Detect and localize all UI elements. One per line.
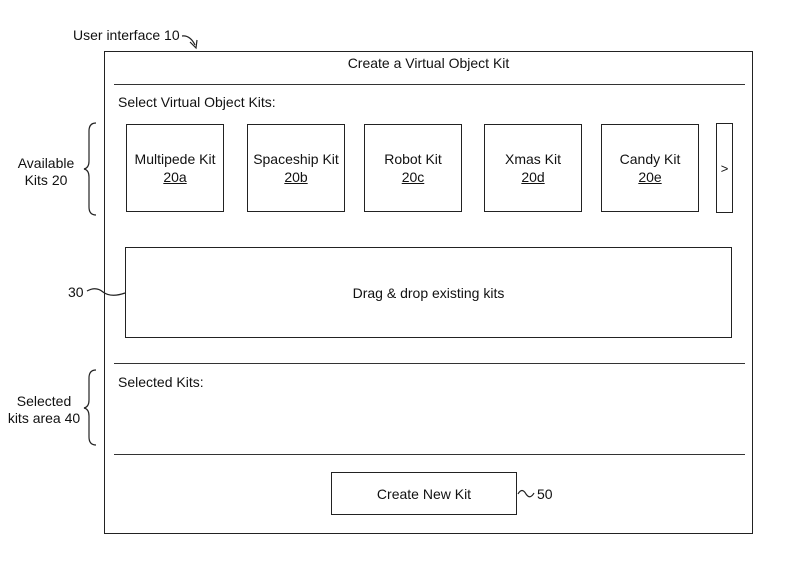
kit-name: Robot Kit [384, 151, 442, 167]
drop-zone-ref-label: 30 [68, 284, 84, 300]
select-kits-heading: Select Virtual Object Kits: [118, 94, 276, 110]
drop-zone-leader [86, 288, 126, 296]
kit-name: Xmas Kit [504, 151, 561, 167]
create-new-kit-button[interactable]: Create New Kit [331, 472, 517, 515]
selected-kits-area-label-line2: kits area 40 [7, 410, 81, 426]
available-kits-brace [83, 122, 97, 216]
selected-kits-area-label-line1: Selected [16, 393, 72, 409]
kit-name: Spaceship Kit [253, 151, 339, 167]
selected-kits-area[interactable] [114, 394, 745, 452]
window-title: Create a Virtual Object Kit [347, 55, 510, 71]
available-kits-label: Available Kits 20 [12, 155, 80, 189]
title-divider [114, 84, 745, 85]
kit-tile-robot[interactable]: Robot Kit 20c [364, 124, 462, 212]
kit-name: Candy Kit [619, 151, 681, 167]
user-interface-leader-arrow [181, 35, 196, 46]
kit-tile-multipede[interactable]: Multipede Kit 20a [126, 124, 224, 212]
user-interface-window [104, 51, 753, 534]
create-button-ref-label: 50 [537, 486, 553, 502]
selected-kits-area-brace [83, 369, 97, 446]
kit-ref: 20c [401, 169, 425, 185]
selected-kits-area-label: Selected kits area 40 [2, 393, 86, 427]
selected-section-divider-bottom [114, 454, 745, 455]
kit-name: Multipede Kit [134, 151, 216, 167]
kit-ref: 20d [521, 169, 545, 185]
user-interface-arrowhead [189, 39, 198, 50]
scroll-right-button[interactable]: > [716, 123, 733, 213]
available-kits-label-line2: Kits 20 [24, 172, 68, 188]
kit-ref: 20b [284, 169, 308, 185]
kit-tile-spaceship[interactable]: Spaceship Kit 20b [247, 124, 345, 212]
selected-kits-heading: Selected Kits: [118, 374, 204, 390]
kit-ref: 20e [638, 169, 662, 185]
create-button-leader [517, 489, 535, 498]
create-new-kit-label: Create New Kit [376, 485, 472, 502]
user-interface-label: User interface 10 [73, 27, 180, 43]
kit-tile-xmas[interactable]: Xmas Kit 20d [484, 124, 582, 212]
drag-drop-zone[interactable]: Drag & drop existing kits [125, 247, 732, 338]
kit-ref: 20a [163, 169, 187, 185]
drag-drop-text: Drag & drop existing kits [352, 284, 505, 301]
available-kits-label-line1: Available [17, 155, 75, 171]
kit-tile-candy[interactable]: Candy Kit 20e [601, 124, 699, 212]
selected-section-divider-top [114, 363, 745, 364]
